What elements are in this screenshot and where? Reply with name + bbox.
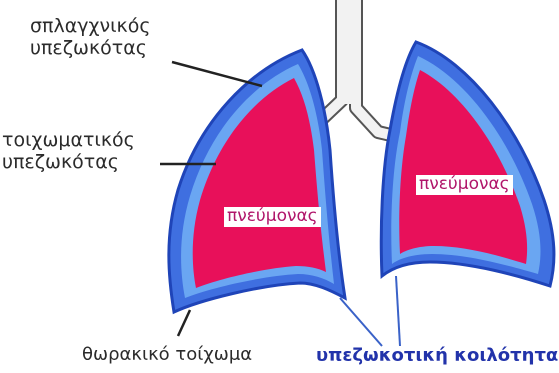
right-lung-label: πνεύμονας [416, 175, 513, 195]
cavity-leaders [340, 276, 400, 346]
left-lung-label: πνεύμονας [224, 207, 321, 227]
visceral-pleura-label: σπλαγχνικός υπεζωκότας [30, 16, 151, 60]
visceral-pleura-leader [172, 62, 262, 86]
cavity-leader-right [396, 276, 400, 346]
thoracic-wall-label: θωρακικό τοίχωμα [82, 345, 252, 366]
thoracic-wall-leader [178, 310, 190, 336]
cavity-leader-left [340, 298, 382, 346]
pleural-cavity-label: υπεζωκοτική κοιλότητα [316, 346, 558, 367]
parietal-pleura-label: τοιχωματικός υπεζωκότας [2, 130, 135, 174]
left-lung [193, 78, 326, 288]
